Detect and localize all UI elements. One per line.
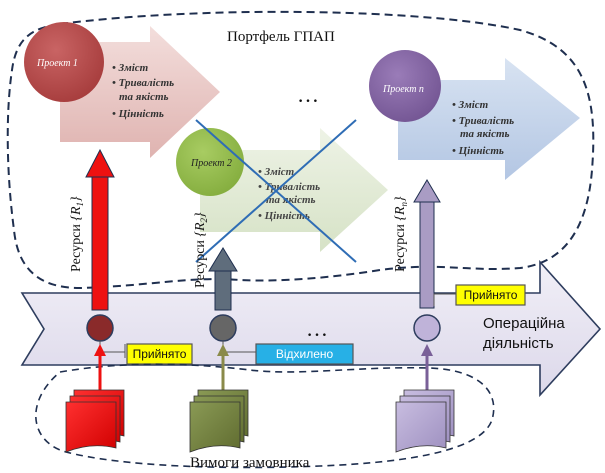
- resource-label-2: Ресурси {R2}: [193, 212, 209, 288]
- svg-text:та якість: та якість: [460, 128, 510, 140]
- project-2-cross-out: [195, 119, 357, 263]
- svg-text:• Зміст: • Зміст: [258, 166, 295, 178]
- portfolio-title: Портфель ГПАП: [227, 29, 335, 45]
- project-2-arrow: [200, 128, 388, 252]
- requirement-arrow-1: [94, 344, 106, 392]
- band-ellipsis: …: [306, 316, 328, 341]
- operations-label-line2: діяльність: [483, 335, 554, 352]
- connector-accepted-n: [433, 293, 456, 306]
- project-n-arrow: [398, 58, 580, 180]
- project-n-attributes: • Зміст • Тривалість та якість • Цінніст…: [452, 99, 514, 157]
- status-accepted-box-n: [455, 284, 526, 306]
- decision-node-1: [86, 314, 114, 342]
- status-accepted-label-1: Прийнято: [133, 347, 187, 361]
- svg-text:• Цінність: • Цінність: [452, 145, 504, 157]
- requirement-arrow-2: [217, 344, 229, 392]
- requirement-documents-n: [395, 389, 455, 453]
- operations-label-line1: Операційна: [483, 315, 565, 332]
- resource-arrow-2: [208, 247, 238, 311]
- decision-node-n: [413, 314, 441, 342]
- svg-text:та якість: та якість: [266, 194, 316, 206]
- resource-label-1: Ресурси {R1}: [69, 196, 85, 272]
- project-2-name: Проект 2: [190, 158, 232, 169]
- svg-text:• Тривалість: • Тривалість: [452, 115, 514, 127]
- projects-ellipsis: …: [297, 82, 319, 107]
- svg-text:• Тривалість: • Тривалість: [112, 77, 174, 89]
- svg-text:та якість: та якість: [119, 91, 169, 103]
- requirement-documents-2: [189, 389, 249, 453]
- svg-text:• Зміст: • Зміст: [112, 62, 149, 74]
- project-n-name: Проект n: [382, 84, 424, 95]
- status-accepted-label-n: Прийнято: [464, 288, 518, 302]
- svg-text:• Цінність: • Цінність: [112, 108, 164, 120]
- project-1-circle: [24, 22, 104, 102]
- customer-boundary: [35, 363, 495, 469]
- resource-arrow-1: [85, 148, 115, 311]
- status-rejected-box-2: [255, 343, 354, 365]
- requirement-documents-1: [65, 389, 125, 453]
- svg-text:• Зміст: • Зміст: [452, 99, 489, 111]
- project-2-circle: [176, 128, 244, 196]
- status-rejected-label-2: Відхилено: [276, 347, 334, 361]
- resource-label-n: Ресурси {Rn}: [393, 196, 409, 272]
- customer-title: Вимоги замовника: [190, 455, 310, 471]
- project-1-attributes: • Зміст • Тривалість та якість • Цінніст…: [112, 62, 174, 120]
- decision-node-2: [209, 314, 237, 342]
- project-1-name: Проект 1: [36, 58, 78, 69]
- svg-text:• Цінність: • Цінність: [258, 210, 310, 222]
- requirement-arrow-n: [421, 344, 433, 392]
- project-n-circle: [369, 50, 441, 122]
- resource-arrow-n: [413, 179, 441, 309]
- portfolio-boundary: [6, 10, 595, 290]
